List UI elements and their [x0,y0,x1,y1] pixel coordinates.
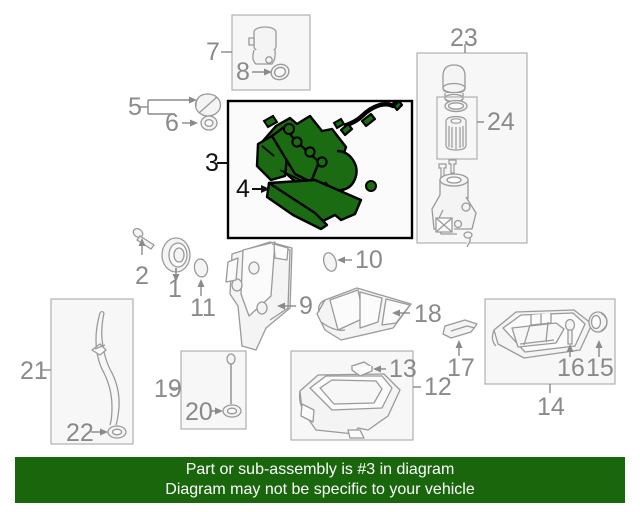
leader-6 [182,119,198,127]
callout-label-7: 7 [206,38,220,66]
part-dipstick-seal-20 [222,404,242,418]
callout-label-18: 18 [414,300,442,328]
callout-label-11: 11 [190,294,216,322]
part-oil-filler-neck-gasket [270,63,290,81]
part-cylinder-head-cover-lower [265,178,363,231]
callout-label-22: 22 [66,419,94,447]
group-box-24 [436,96,484,160]
callout-label-21: 21 [20,357,48,385]
leader-1 [172,268,180,282]
callout-label-16: 16 [557,354,585,382]
part-cover-grommet-dot [365,180,377,192]
part-oil-filler-cap-seal [200,115,218,131]
part-oring-11 [193,258,209,278]
callout-label-2: 2 [135,262,149,290]
part-oil-filler-cap [194,93,222,117]
part-oil-filter-element [445,115,467,151]
part-breather-hose [339,99,404,137]
callout-label-20: 20 [185,398,213,426]
part-oil-filter-cap [442,64,466,103]
leader-4 [252,185,270,193]
callout-label-12: 12 [424,373,452,401]
leader-13 [373,365,386,373]
part-crankshaft-seal-1 [161,237,191,273]
part-dipstick-19 [226,353,236,404]
leader-8 [252,68,272,76]
leader-17 [455,340,463,356]
part-oil-pan-lower-14 [491,309,593,359]
callout-label-1: 1 [168,275,182,303]
leader-15 [595,340,603,357]
part-oil-baffle-18 [316,287,412,341]
callout-label-17: 17 [447,354,475,382]
leader-11 [197,279,205,296]
notice-line-2: Diagram may not be specific to your vehi… [165,481,475,498]
part-drain-plug-gasket-13 [350,361,374,377]
part-bolt-2 [132,227,155,250]
part-oil-pan-upper-12 [298,373,401,439]
part-ignition-coil-bores [283,123,328,168]
leader-9 [277,302,296,310]
callout-label-10: 10 [355,246,383,274]
part-cover-stud-small [262,114,346,130]
part-timing-cover-9 [225,241,293,351]
part-oil-baffle-bracket-17 [442,319,478,339]
leader-18 [392,309,410,317]
callout-label-9: 9 [299,292,313,320]
part-washer-15 [588,311,608,333]
notice-line-1: Part or sub-assembly is #3 in diagram [185,461,455,478]
part-grommet-10 [322,252,338,272]
callout-label-5: 5 [128,93,142,121]
part-dipstick-tube-21 [90,310,120,426]
part-drain-plug-bolt-16 [564,318,576,345]
part-dipstick-tube-seal-22 [107,425,127,439]
leader-22 [91,428,108,436]
part-oil-filter-oring [444,99,468,113]
callout-label-3: 3 [205,149,219,177]
callout-label-23: 23 [450,24,478,52]
callout-label-8: 8 [236,58,250,86]
leader-16 [566,344,574,357]
callout-label-24: 24 [487,108,515,136]
callout-label-6: 6 [165,109,179,137]
part-notice-banner: Part or sub-assembly is #3 in diagram Di… [15,457,625,503]
callout-label-13: 13 [389,355,417,383]
group-box-21 [42,298,134,445]
callout-label-15: 15 [586,354,614,382]
callout-label-14: 14 [537,393,565,421]
part-oil-filler-neck [248,26,277,65]
callout-label-19: 19 [154,375,182,403]
callout-label-4: 4 [236,175,250,203]
part-oil-filter-housing [431,173,477,248]
leader-20 [210,407,223,415]
leader-10 [337,256,352,264]
leader-2 [138,238,146,255]
leader-5-bracket [140,96,197,115]
